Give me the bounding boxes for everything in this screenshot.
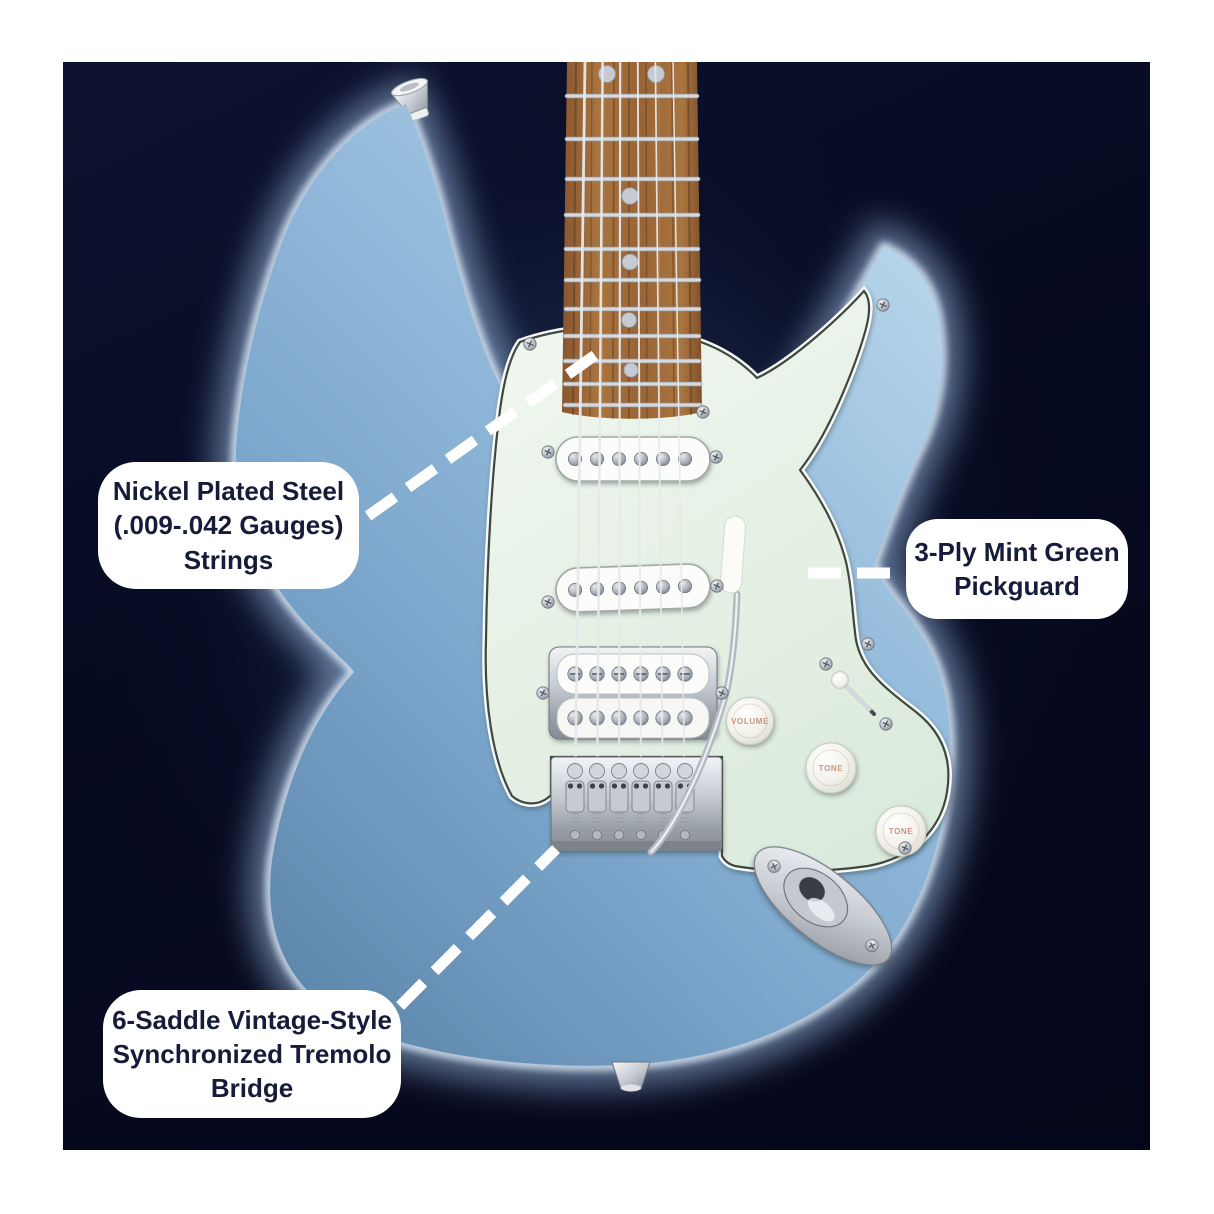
strings-callout: Nickel Plated Steel (.009-.042 Gauges) S… — [98, 462, 359, 589]
pickguard-callout-line-2: Pickguard — [954, 571, 1080, 601]
tone-knob-1-label: TONE — [819, 764, 844, 773]
output-jack-plate — [753, 846, 893, 966]
middle-pickup — [555, 563, 711, 613]
pickguard-callout: 3-Ply Mint Green Pickguard — [906, 519, 1128, 619]
bridge-callout-line-2: Synchronized Tremolo — [112, 1038, 392, 1069]
pickup-selector-switch — [831, 671, 876, 716]
guitar-illustration: VOLUME TONE TONE — [90, 62, 1090, 1150]
bridge-humbucker-pickup — [548, 646, 718, 740]
volume-knob-label: VOLUME — [731, 717, 769, 726]
tremolo-arm-tip — [720, 515, 746, 594]
strings-callout-line-2: (.009-.042 Gauges) — [113, 510, 344, 541]
bridge-callout-line-3: Bridge — [210, 1073, 294, 1104]
volume-knob: VOLUME — [726, 697, 774, 745]
switch-tip — [831, 671, 849, 689]
photo-panel: VOLUME TONE TONE — [63, 62, 1150, 1150]
tremolo-arm — [647, 515, 746, 856]
tone-knob-2-label: TONE — [889, 827, 914, 836]
bridge-callout-connector — [396, 845, 560, 1010]
strings-callout-line-1: Nickel Plated Steel — [112, 476, 345, 507]
strap-button-bottom-icon — [611, 1061, 651, 1092]
tone-knob-1: TONE — [805, 742, 857, 794]
strings-callout-line-3: Strings — [183, 544, 274, 575]
pickguard-callout-line-1: 3-Ply Mint Green — [914, 536, 1120, 567]
bridge-callout-line-1: 6-Saddle Vintage-Style — [112, 1004, 392, 1035]
strap-button-top-icon — [390, 77, 429, 123]
bridge-callout: 6-Saddle Vintage-Style Synchronized Trem… — [103, 990, 401, 1118]
tone-knob-2: TONE — [875, 805, 927, 857]
strings — [573, 62, 686, 799]
